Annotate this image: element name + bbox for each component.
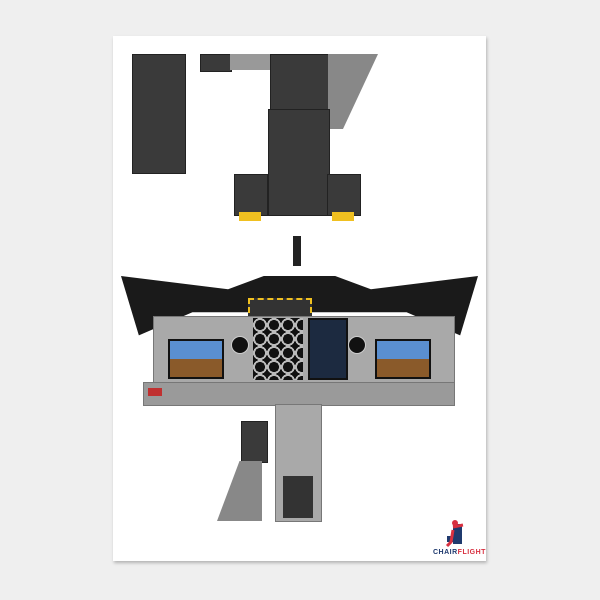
pedestal-switch-panel xyxy=(283,476,313,518)
overhead-bracket xyxy=(230,54,270,70)
left-console xyxy=(234,174,268,216)
pilot-pfd-screen xyxy=(168,339,224,379)
lower-panel xyxy=(143,382,455,406)
side-control-panel xyxy=(241,421,268,463)
copilot-pfd-screen xyxy=(375,339,431,379)
overhead-side-panel xyxy=(328,54,378,129)
logo-text-chair: CHAIR xyxy=(433,549,458,556)
chairflight-logo-text: CHAIRFLIGHT xyxy=(433,549,486,556)
left-warning-placard xyxy=(239,212,261,221)
right-standby-gauge xyxy=(348,336,366,354)
lower-side-bracket xyxy=(217,461,262,521)
cockpit-poster: CHAIRFLIGHT xyxy=(113,36,486,561)
left-standby-gauge xyxy=(231,336,249,354)
center-gps-display xyxy=(308,318,348,380)
engine-gauge-cluster xyxy=(253,318,303,380)
right-warning-placard xyxy=(332,212,354,221)
chairflight-logo-icon xyxy=(443,518,467,548)
overhead-main-panel xyxy=(270,54,330,111)
left-overhead-panel xyxy=(132,54,186,174)
right-console xyxy=(327,174,361,216)
throttle-quadrant xyxy=(268,109,330,216)
overhead-small-panel xyxy=(200,54,232,72)
logo-text-flight: FLIGHT xyxy=(457,549,486,556)
red-switch-block xyxy=(148,388,162,396)
compass-post xyxy=(293,236,301,266)
